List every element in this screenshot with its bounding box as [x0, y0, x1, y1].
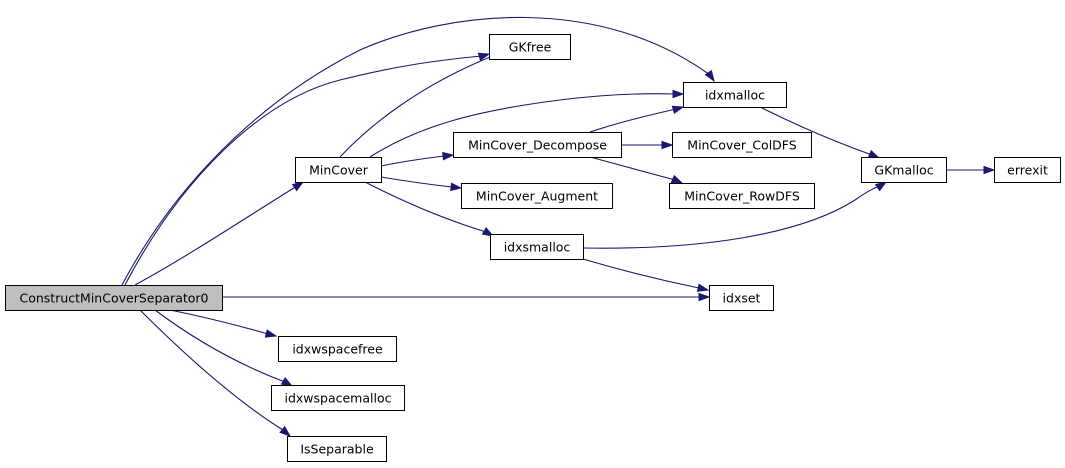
node-box[interactable]	[672, 132, 812, 158]
arrowhead	[696, 283, 710, 292]
node-label: MinCover_Decompose	[468, 138, 607, 153]
arrowhead	[279, 425, 292, 437]
arrowhead	[477, 52, 491, 62]
node-box[interactable]	[5, 285, 223, 311]
node-label: idxset	[723, 291, 761, 306]
node-box[interactable]	[489, 34, 571, 60]
edge-mincover-to-idxmalloc	[369, 89, 685, 158]
edge-construct-to-idxwspacemalloc	[154, 309, 294, 387]
node-box[interactable]	[861, 157, 947, 183]
node-box[interactable]	[295, 157, 382, 183]
node-label: ConstructMinCoverSeparator0	[20, 291, 209, 306]
node-box[interactable]	[994, 157, 1061, 183]
edge-decompose-to-coldfs	[621, 140, 674, 150]
node-idxwspacefree[interactable]: idxwspacefree	[278, 336, 397, 362]
arrowhead	[670, 174, 684, 184]
edge-line	[380, 155, 445, 167]
node-box[interactable]	[453, 132, 622, 158]
node-box[interactable]	[271, 385, 405, 411]
edge-mincover-to-augment	[380, 176, 463, 192]
edge-decompose-to-idxmalloc	[589, 105, 685, 133]
node-layer: ConstructMinCoverSeparator0 MinCover GKfre…	[5, 34, 1061, 462]
arrowhead	[661, 140, 674, 150]
node-label: errexit	[1007, 163, 1048, 178]
edge-mincover-to-decompose	[380, 151, 455, 167]
node-construct[interactable]: ConstructMinCoverSeparator0	[5, 285, 223, 311]
edge-mincover-to-idxsmalloc	[364, 181, 495, 237]
arrowhead	[874, 181, 888, 192]
node-box[interactable]	[278, 336, 397, 362]
edge-gkmalloc-to-errexit	[946, 165, 996, 175]
node-label: GKfree	[509, 40, 552, 55]
node-label: GKmalloc	[874, 163, 933, 178]
node-idxsmalloc[interactable]: idxsmalloc	[490, 234, 584, 260]
node-label: idxwspacemalloc	[284, 391, 391, 406]
node-idxset[interactable]: idxset	[709, 285, 774, 311]
node-box[interactable]	[669, 183, 815, 209]
edge-line	[589, 108, 677, 133]
edge-line	[380, 176, 453, 188]
edge-line	[589, 156, 676, 181]
edge-line	[134, 185, 298, 286]
node-label: MinCover_RowDFS	[684, 189, 800, 204]
edge-construct-to-idxmalloc	[121, 16, 715, 286]
arrowhead	[983, 165, 996, 175]
edge-idxsmalloc-to-idxset	[582, 258, 710, 292]
edge-line	[169, 309, 269, 335]
arrowhead	[671, 105, 685, 115]
arrowhead	[442, 151, 455, 161]
node-gkmalloc[interactable]: GKmalloc	[861, 157, 947, 183]
edge-line	[369, 93, 675, 158]
node-box[interactable]	[287, 436, 387, 462]
node-box[interactable]	[683, 82, 787, 108]
edge-construct-to-idxwspacefree	[169, 309, 278, 338]
edge-line	[582, 185, 881, 249]
node-errexit[interactable]: errexit	[994, 157, 1061, 183]
node-label: idxsmalloc	[504, 240, 571, 255]
edge-layer	[121, 16, 996, 437]
arrowhead	[280, 377, 294, 387]
node-label: MinCover_Augment	[476, 189, 598, 204]
edge-construct-to-gkfree	[124, 52, 491, 286]
edge-line	[139, 309, 284, 431]
node-box[interactable]	[461, 183, 613, 209]
node-idxmalloc[interactable]: idxmalloc	[683, 82, 787, 108]
edge-line	[154, 309, 286, 383]
node-label: idxwspacefree	[292, 342, 383, 357]
node-isseparable[interactable]: IsSeparable	[287, 436, 387, 462]
edge-line	[759, 106, 873, 156]
arrowhead	[291, 181, 305, 192]
node-rowdfs[interactable]: MinCover_RowDFS	[669, 183, 815, 209]
node-idxwspacemalloc[interactable]: idxwspacemalloc	[271, 385, 405, 411]
edge-construct-to-isseparable	[139, 309, 292, 437]
node-augment[interactable]: MinCover_Augment	[461, 183, 613, 209]
arrowhead	[450, 182, 463, 192]
edge-line	[339, 54, 496, 158]
node-decompose[interactable]: MinCover_Decompose	[453, 132, 622, 158]
edge-line	[364, 181, 487, 233]
edge-line	[582, 258, 700, 289]
node-box[interactable]	[709, 285, 774, 311]
node-gkfree[interactable]: GKfree	[489, 34, 571, 60]
node-mincover[interactable]: MinCover	[295, 157, 382, 183]
edge-line	[124, 55, 483, 286]
node-coldfs[interactable]: MinCover_ColDFS	[672, 132, 812, 158]
edge-construct-to-idxset	[222, 292, 711, 302]
arrowhead	[672, 89, 685, 99]
node-label: MinCover	[309, 163, 369, 178]
edge-construct-to-mincover	[134, 181, 305, 286]
node-box[interactable]	[490, 234, 584, 260]
edge-decompose-to-rowdfs	[589, 156, 684, 184]
edge-line	[121, 16, 711, 286]
node-label: IsSeparable	[300, 442, 374, 457]
arrowhead	[704, 69, 715, 83]
edge-idxsmalloc-to-gkmalloc	[582, 181, 888, 249]
arrowhead	[867, 149, 881, 159]
arrowhead	[698, 292, 711, 302]
arrowhead	[264, 329, 278, 338]
node-label: MinCover_ColDFS	[687, 138, 796, 153]
node-label: idxmalloc	[705, 88, 765, 103]
arrowhead	[481, 227, 495, 237]
